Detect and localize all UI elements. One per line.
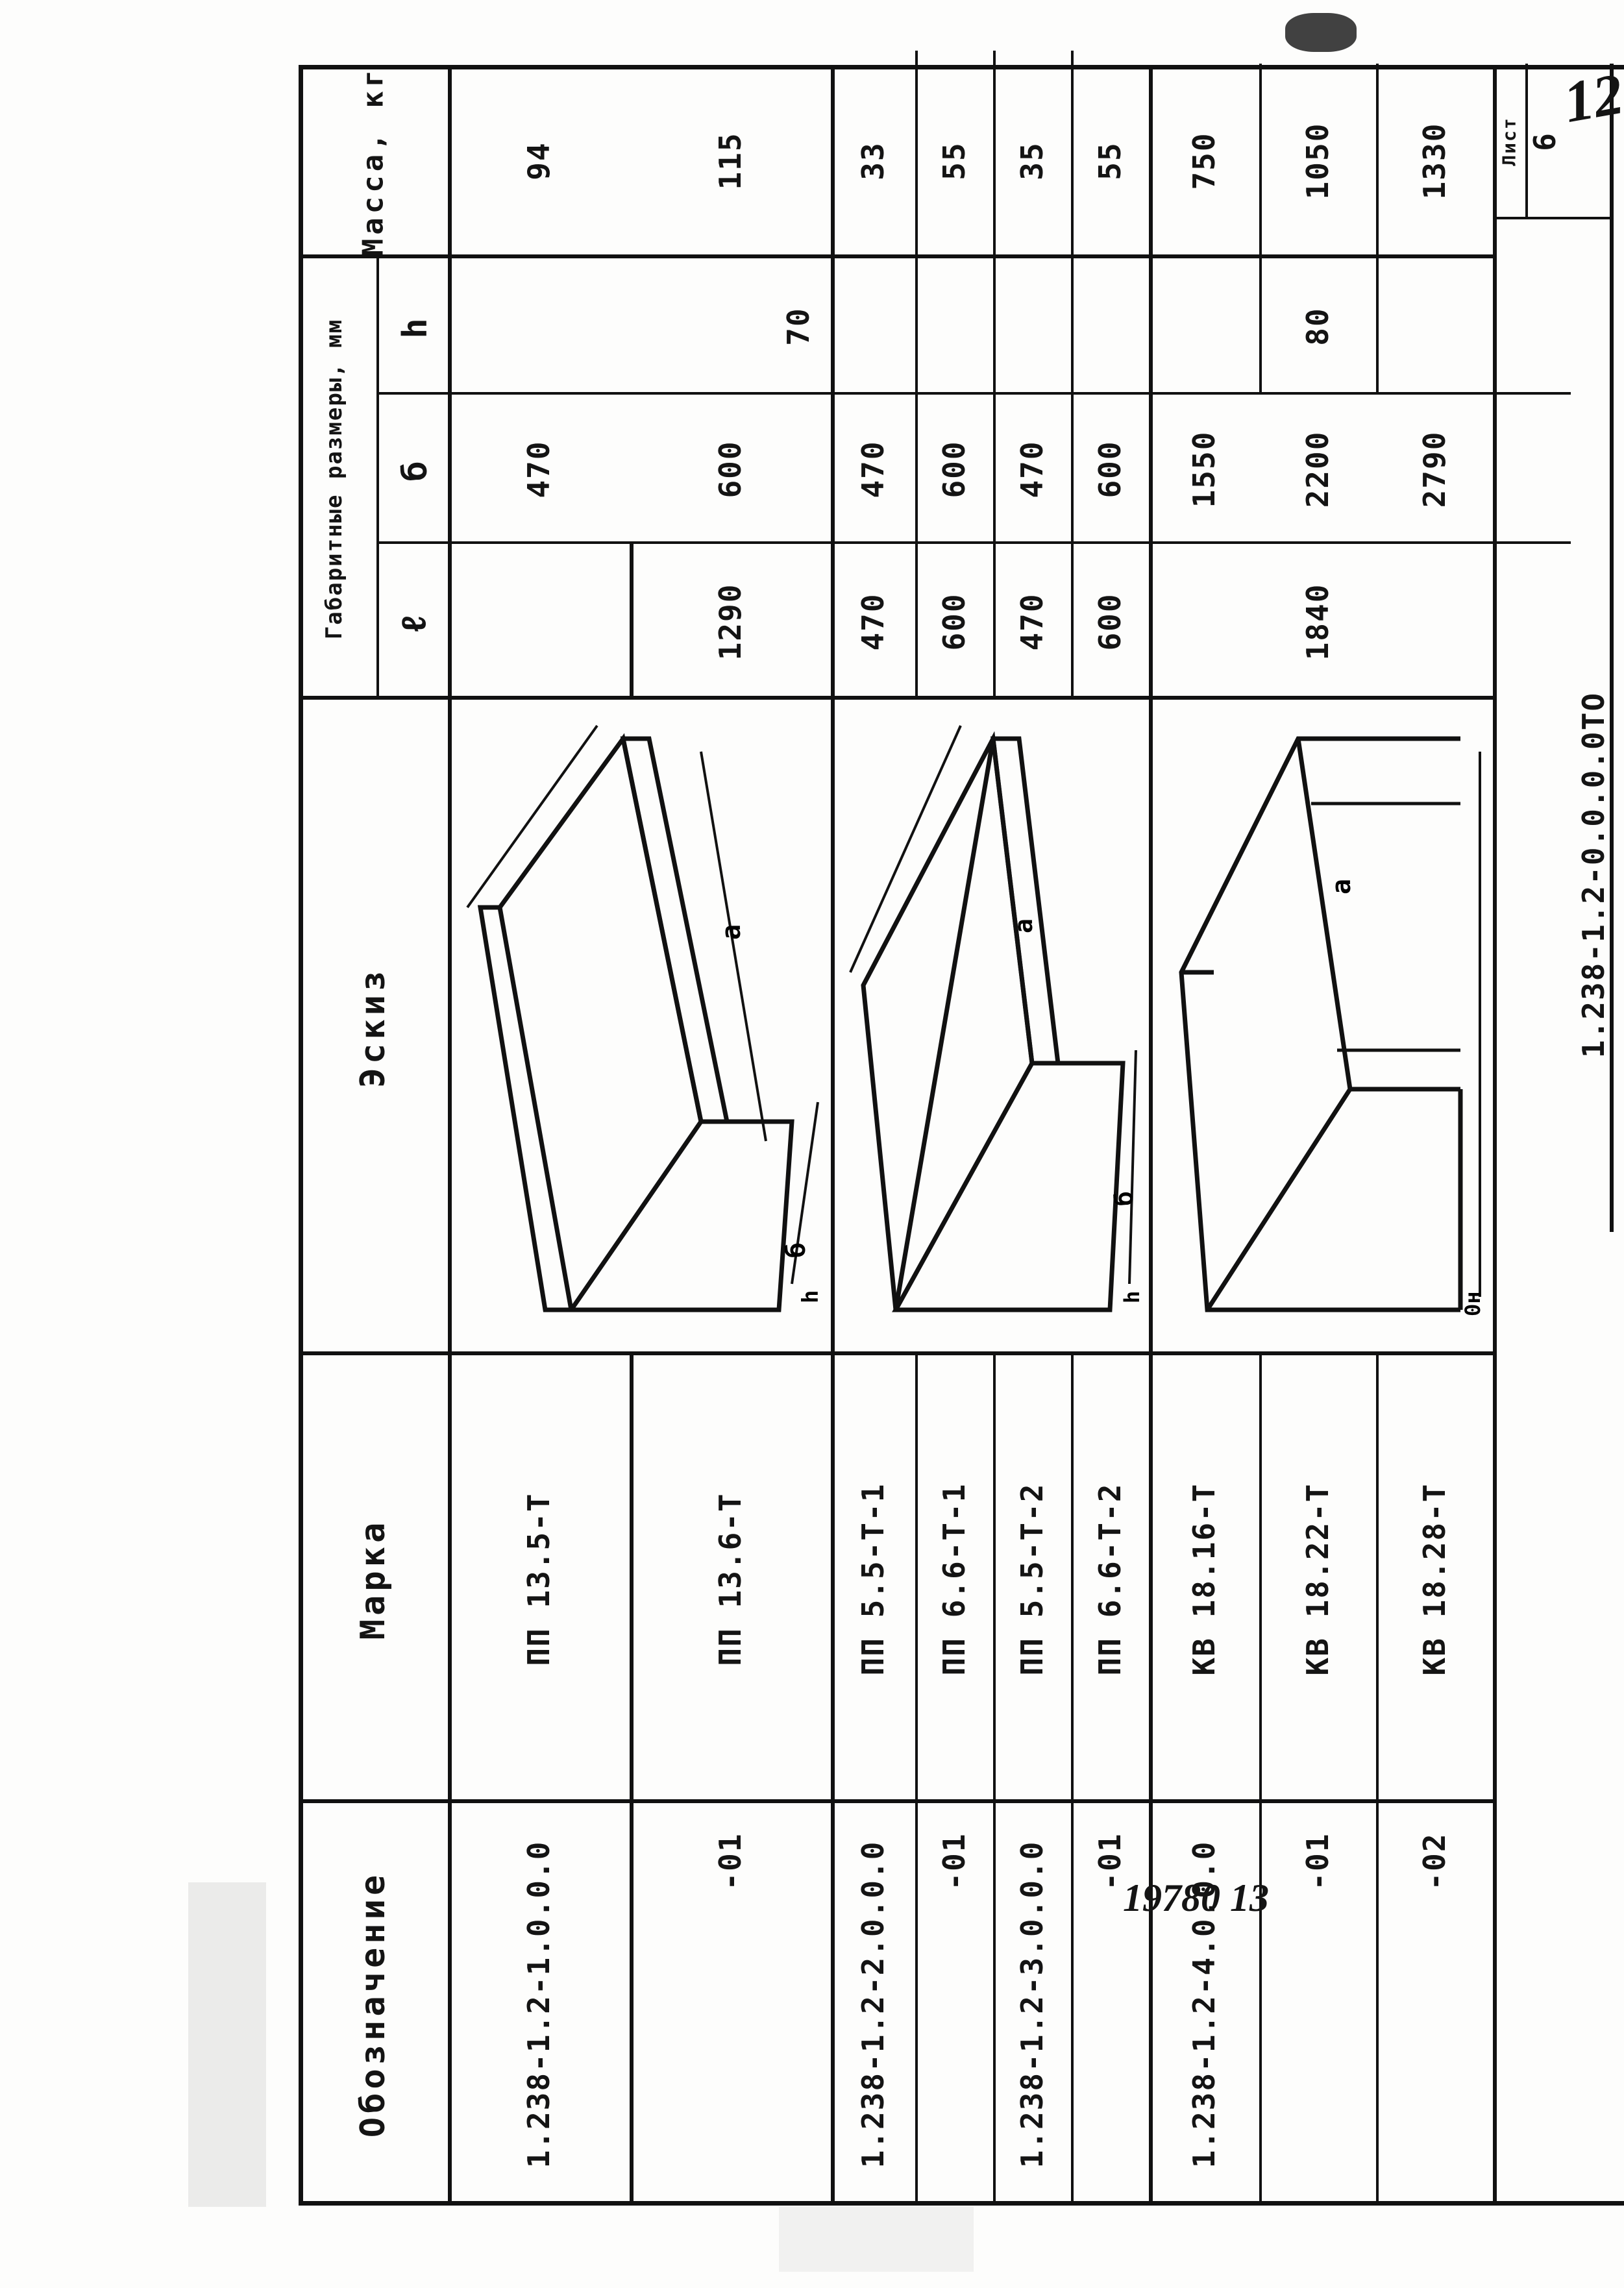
row-divider [1071,51,1074,700]
row-mark: КВ 18.16-Т [1187,1482,1222,1676]
header-dim-b: б [396,457,435,482]
row-divider [1259,1355,1262,2206]
row-dim-b: 600 [937,440,972,498]
col-divider [299,1799,1493,1803]
header-mark: Марка [354,1518,393,1640]
row-mark: ПП 13.5-Т [521,1492,556,1666]
sketch-plate-1: б а h [466,724,824,1312]
spec-sheet: Обозначение Марка Эскиз Габаритные разме… [299,51,1624,2206]
sketch-label-b: б [781,1242,811,1258]
row-designation: -01 [1092,1832,1127,1891]
row-designation: 1.238-1.2-1.0.0.0 [521,1840,556,2169]
row-mark: КВ 18.28-Т [1417,1482,1452,1676]
row-divider [915,51,918,700]
row-mass: 35 [1015,141,1050,180]
row-mass: 55 [937,141,972,180]
row-mass: 94 [521,141,556,180]
row-divider [1259,64,1262,395]
document-code: 1.238-1.2-0.0.0.0ТО [1576,691,1611,1059]
sketch-label-a: а [1327,879,1357,894]
row-divider [1376,64,1379,395]
row-mass: 1330 [1417,122,1452,200]
sketch-label-oh: 0н [1460,1291,1485,1316]
row-divider [630,544,634,700]
row-dim-l: 470 [855,593,891,651]
row-dim-l: 470 [1015,593,1050,651]
row-designation: 1.238-1.2-3.0.0.0 [1015,1840,1050,2169]
sheet-number: 6 [1527,132,1562,151]
col-divider [299,254,1493,258]
row-mass: 115 [713,132,748,190]
row-designation: -01 [713,1832,748,1891]
row-mass: 33 [855,141,891,180]
sheet-label: Лист [1498,117,1520,166]
row-dim-l: 600 [1092,593,1127,651]
row-designation: -01 [937,1832,972,1891]
row-divider [1376,1355,1379,2206]
row-dim-b: 470 [1015,440,1050,498]
dims-subheader [376,258,379,700]
row-dim-b: 1550 [1187,430,1222,508]
dim-h-group2: 80 [1300,307,1335,346]
archive-number: 19780 13 [1123,1876,1269,1919]
sketch-label-b: б [1110,1191,1138,1206]
col-divider [299,696,1493,700]
row-dim-b: 470 [521,440,556,498]
row-divider [1071,1355,1074,2206]
row-divider [993,1355,996,2206]
row-mark: ПП 5.5-Т-1 [855,1482,891,1676]
row-mark: ПП 6.6-Т-1 [937,1482,972,1676]
header-designation: Обозначение [354,1871,393,2138]
row-dim-b: 470 [855,440,891,498]
row-mass: 750 [1187,132,1222,190]
row-mark: ПП 13.6-Т [713,1492,748,1666]
header-dim-h: h [396,314,435,339]
sketch-label-h: h [798,1290,824,1303]
row-dim-b: 2200 [1300,430,1335,508]
row-designation: -02 [1417,1832,1452,1891]
row-dim-b: 600 [713,440,748,498]
row-dim-b: 600 [1092,440,1127,498]
header-dim-l: ℓ [395,609,434,634]
row-mass: 1050 [1300,122,1335,200]
page-number: 12 [1559,61,1624,136]
row-designation: -01 [1300,1832,1335,1891]
footer-bottom [1610,64,1614,1232]
row-divider [630,1355,634,2206]
row-divider [831,65,835,2206]
row-dim-l: 1840 [1300,583,1335,661]
scan-noise-left [188,1882,266,2207]
sketch-plate-2: б а h [849,725,1142,1312]
header-sketch: Эскиз [354,966,393,1089]
row-designation: 1.238-1.2-2.0.0.0 [855,1840,891,2169]
sketch-label-a: а [1009,918,1038,933]
sketch-column-block: ℓ а 0н [1179,736,1486,1316]
col-divider [376,392,1571,395]
row-mark: ПП 5.5-Т-2 [1015,1482,1050,1676]
sketch-label-l: ℓ [1483,1126,1486,1141]
row-mark: КВ 18.22-Т [1300,1482,1335,1676]
header-dims: Габаритные размеры, мм [321,318,347,640]
sheet-box-line [1493,217,1610,219]
row-divider [915,1355,918,2206]
sketch-label-h: h [1120,1291,1142,1303]
dim-h-group1: 70 [781,307,816,346]
scan-noise-bottom [779,2207,974,2272]
header-divider [448,65,452,2206]
row-mark: ПП 6.6-Т-2 [1092,1482,1127,1676]
row-divider [993,51,996,700]
header-mass: Масса, кг [356,66,390,256]
row-dim-l: 1290 [713,583,748,661]
sketch-label-a: а [717,924,746,940]
row-dim-l: 600 [937,593,972,651]
scan-noise-top [1285,13,1357,52]
footer-divider [1493,65,1497,2206]
row-mass: 55 [1092,141,1127,180]
col-divider [376,541,1571,544]
sheet-box-line [1525,64,1528,219]
row-dim-b: 2790 [1417,430,1452,508]
col-divider [299,1351,1493,1355]
